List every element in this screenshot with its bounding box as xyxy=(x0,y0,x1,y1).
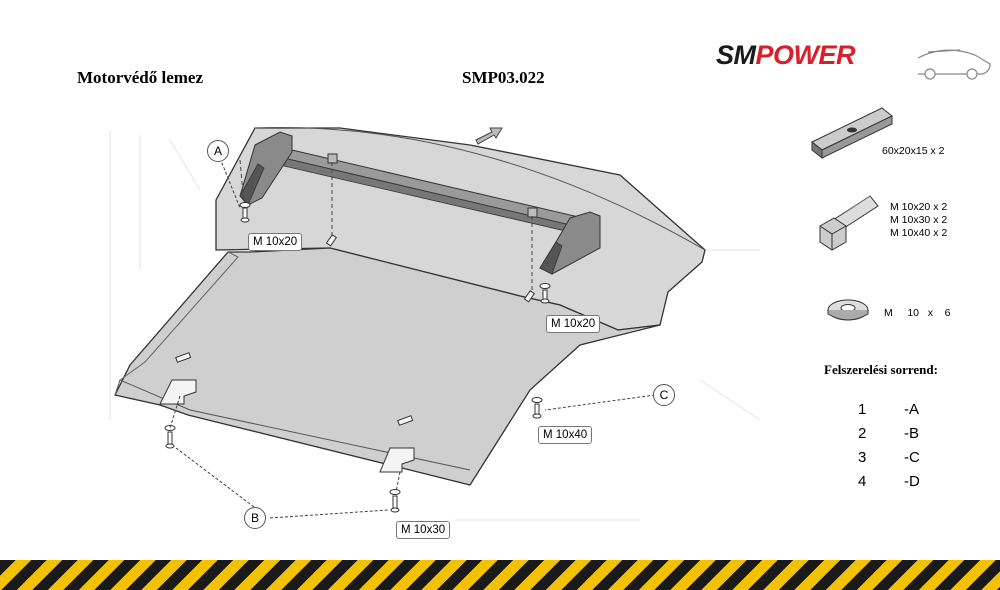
sequence-step-letter: -D xyxy=(904,473,920,490)
bracket-part-icon xyxy=(811,107,893,160)
sequence-step: 4 -D xyxy=(858,473,978,495)
callout-a: A xyxy=(207,140,229,162)
hazard-stripe-footer xyxy=(0,560,1000,590)
sequence-step-letter: -B xyxy=(904,425,919,442)
background-lines xyxy=(109,130,761,521)
part-code: SMP03.022 xyxy=(462,68,545,87)
logo-power-text: POWER xyxy=(755,40,856,70)
bolt-top-left xyxy=(239,202,251,223)
left-bracket xyxy=(239,131,293,206)
sequence-step-number: 2 xyxy=(858,425,867,442)
bolt-right xyxy=(531,397,543,419)
sequence-step: 2 -B xyxy=(858,425,978,447)
sequence-step-number: 1 xyxy=(858,401,867,418)
part-name: Motorvédő lemez xyxy=(77,68,204,87)
sequence-step-number: 4 xyxy=(858,473,867,490)
bracket-part-text: 60x20x15 x 2 xyxy=(882,145,945,157)
bolt-bottom xyxy=(389,489,401,513)
direction-arrow-icon xyxy=(475,127,503,145)
logo-sm-text: SM xyxy=(716,40,756,70)
skid-plate-drawing xyxy=(109,49,991,521)
bolt-icons xyxy=(164,202,551,513)
callout-b: B xyxy=(244,507,266,529)
bolt-part-text-1: M 10x20 x 2 xyxy=(890,201,948,213)
bolt-label-top-left: M 10x20 xyxy=(248,233,303,251)
plate-body xyxy=(114,247,661,486)
bolt-top-right xyxy=(539,283,551,304)
bolt-label-top-right: M 10x20 xyxy=(546,315,601,333)
bolt-part-text-2: M 10x30 x 2 xyxy=(890,214,948,226)
bolt-label-right: M 10x40 xyxy=(538,426,593,444)
sequence-step-letter: -A xyxy=(904,401,919,418)
guide-lines xyxy=(239,159,533,292)
sequence-step: 3 -C xyxy=(858,449,978,471)
plate-slots xyxy=(159,234,536,473)
washer-part-text: M 10 x 6 xyxy=(884,307,951,319)
bolt-left-bottom xyxy=(164,425,176,449)
logo-car-icon xyxy=(917,49,991,80)
callout-c: C xyxy=(653,384,675,406)
sequence-title: Felszerelési sorrend: xyxy=(824,362,938,377)
bolt-label-bottom: M 10x30 xyxy=(396,521,451,539)
sequence-step-letter: -C xyxy=(904,449,920,466)
washer-part-icon xyxy=(827,299,869,321)
sequence-step-number: 3 xyxy=(858,449,867,466)
leader-lines xyxy=(169,157,656,519)
right-bracket xyxy=(539,211,601,275)
sequence-step: 1 -A xyxy=(858,401,978,423)
bolt-part-icon xyxy=(819,195,879,251)
smpower-logo: SMPOWER xyxy=(716,40,856,71)
bolt-part-text-3: M 10x40 x 2 xyxy=(890,227,948,239)
